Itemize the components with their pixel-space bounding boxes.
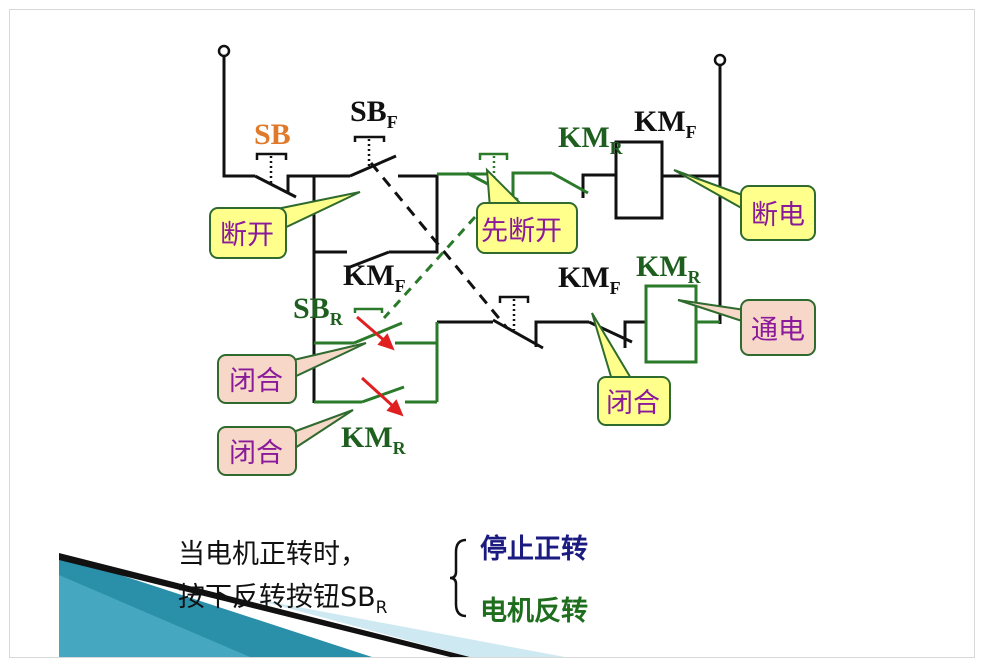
callouts [209,167,816,476]
label-sbr: SBR [293,292,344,329]
callout-close-3-text: 闭合 [606,388,660,419]
kmr-hold-contact [361,385,405,404]
result-stop-forward: 停止正转 [480,533,588,565]
kmf-coil [614,140,664,220]
label-kmf-top: KMF [634,105,697,142]
right-terminal [713,53,727,67]
callout-power-off-text: 断电 [751,200,805,231]
callout-close-3 [597,376,671,426]
label-sbf: SBF [350,95,398,132]
callout-power-on-text: 通电 [751,315,805,346]
callout-close-1-text: 闭合 [229,366,283,397]
arrow-icon [386,399,404,417]
callout-open-first-text: 先断开 [481,216,562,247]
label-kmr-bottom: KMR [341,421,407,458]
brace [449,538,467,618]
caption-line-2: 按下反转按钮SBR [178,582,388,618]
kmf-hold-contact [349,250,390,269]
mechanical-link-green-dashed [382,215,477,320]
left-terminal [217,44,231,58]
callout-power-on [740,299,816,356]
result-motor-reverse: 电机反转 [480,596,588,627]
callout-open-first [476,202,578,254]
label-kmf-mid: KMF [343,259,406,296]
green-wires [314,152,720,404]
caption-line-1: 当电机正转时， [178,539,367,570]
callout-close-2 [217,426,297,476]
label-kmf-right: KMF [558,261,621,298]
callout-open-text: 断开 [220,220,274,251]
decorative-wedge [59,553,565,657]
label-kmr-coil: KMR [636,250,702,287]
red-arrows [356,315,404,417]
callout-close-1 [217,354,297,404]
label-kmr-top: KMR [558,121,624,158]
label-sb: SB [254,118,291,151]
kmr-coil [644,284,698,364]
mechanical-link-dashed [369,162,509,329]
kmr-nc-contact [551,171,589,195]
callout-close-2-text: 闭合 [229,438,283,469]
arrow-icon [377,333,395,351]
sb-contact [254,174,297,199]
callout-open [209,207,287,259]
sbr-no-contact [353,321,403,345]
black-wires [217,44,727,403]
callout-power-off [740,185,816,241]
